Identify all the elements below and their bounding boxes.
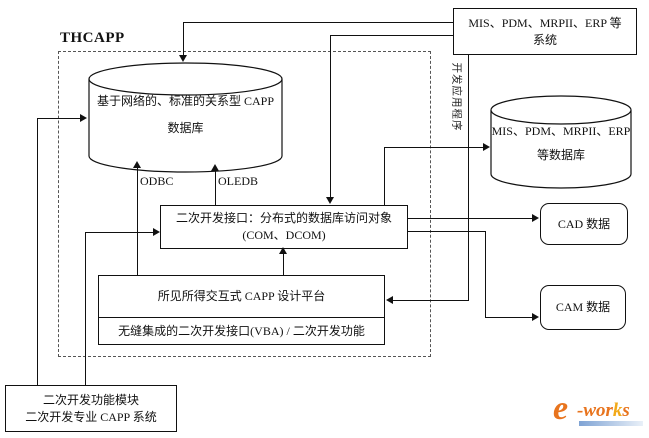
design-platform-box: 所见所得交互式 CAPP 设计平台 无缝集成的二次开发接口(VBA) / 二次开… [98,275,385,345]
connector-extsys-to-cappdb [183,22,184,56]
connector-extsys-to-platform [468,55,469,300]
cam-data-label: CAM 数据 [555,300,611,314]
arrowhead-right-icon [483,143,490,151]
oledb-label: OLEDB [218,174,258,188]
connector-extsys-to-cappdb [183,22,453,23]
cylinder-shape [490,95,632,189]
dev-modules-line1: 二次开发功能模块 [42,392,139,407]
arrowhead-up-icon [133,161,141,168]
external-systems-line1: MIS、PDM、MRPII、ERP 等 [468,15,622,30]
arrowhead-right-icon [532,214,539,222]
arrowhead-up-icon [279,247,287,254]
cam-data-box: CAM 数据 [540,285,626,330]
connector-modules-to-interface [85,232,153,233]
dev-modules-line2: 二次开发专业 CAPP 系统 [25,409,157,424]
connector-oledb [215,171,216,205]
connector-extsys-to-platform [393,300,469,301]
connector-modules-to-interface [85,232,86,385]
external-db-line2: 等数据库 [536,148,585,162]
external-systems-line2: 系统 [532,32,557,47]
connector-interface-to-cad [408,218,532,219]
arrowhead-right-icon [532,313,539,321]
connector-interface-to-extdb [384,147,483,148]
design-platform-label: 所见所得交互式 CAPP 设计平台 [157,289,326,303]
capp-db-label-line2: 数据库 [167,121,204,135]
arrowhead-right-icon [153,228,160,236]
eworks-logo-underline [579,421,643,426]
connector-platform-to-interface [283,254,284,275]
cylinder-shape [88,62,283,173]
vba-interface-label: 无缝集成的二次开发接口(VBA) / 二次开发功能 [118,323,365,338]
dev-app-vertical-label: 开发应用程序 [450,62,462,132]
connector-interface-to-extdb [384,147,385,205]
arrowhead-right-icon [80,114,87,122]
dev-interface-box: 二次开发接口：分布式的数据库访问对象 (COM、DCOM) [160,205,408,249]
arrowhead-up-icon [211,164,219,171]
connector-modules-to-cappdb [37,118,80,119]
cad-data-box: CAD 数据 [540,203,628,245]
capp-db-label-line1: 基于网络的、标准的关系型 CAPP [96,94,275,108]
connector-extsys-to-interface [330,35,331,198]
dev-interface-line1: 二次开发接口：分布式的数据库访问对象 [175,211,392,225]
odbc-label: ODBC [140,174,174,188]
dev-interface-line2: (COM、DCOM) [242,228,326,242]
eworks-logo: e -works [553,391,648,433]
connector-odbc [137,168,138,275]
connector-interface-to-cam [485,317,532,318]
connector-extsys-to-interface [330,35,453,36]
dev-modules-box: 二次开发功能模块 二次开发专业 CAPP 系统 [5,385,177,432]
eworks-logo-e: e [553,390,569,427]
diagram-title: THCAPP [60,30,125,46]
arrowhead-down-icon [326,197,334,204]
thcapp-boundary [58,51,431,357]
external-db-cylinder: MIS、PDM、MRPII、ERP 等数据库 [490,95,632,190]
arrowhead-down-icon [179,55,187,62]
arrowhead-left-icon [386,296,393,304]
connector-modules-to-cappdb [37,118,38,385]
external-systems-box: MIS、PDM、MRPII、ERP 等 系统 [453,8,637,55]
cad-data-label: CAD 数据 [557,216,611,231]
eworks-logo-text: -works [577,400,630,421]
connector-interface-to-cam [485,231,486,317]
capp-database-cylinder: 基于网络的、标准的关系型 CAPP 数据库 [88,62,283,174]
external-db-line1: MIS、PDM、MRPII、ERP [491,124,631,138]
connector-interface-to-cam [408,231,486,232]
